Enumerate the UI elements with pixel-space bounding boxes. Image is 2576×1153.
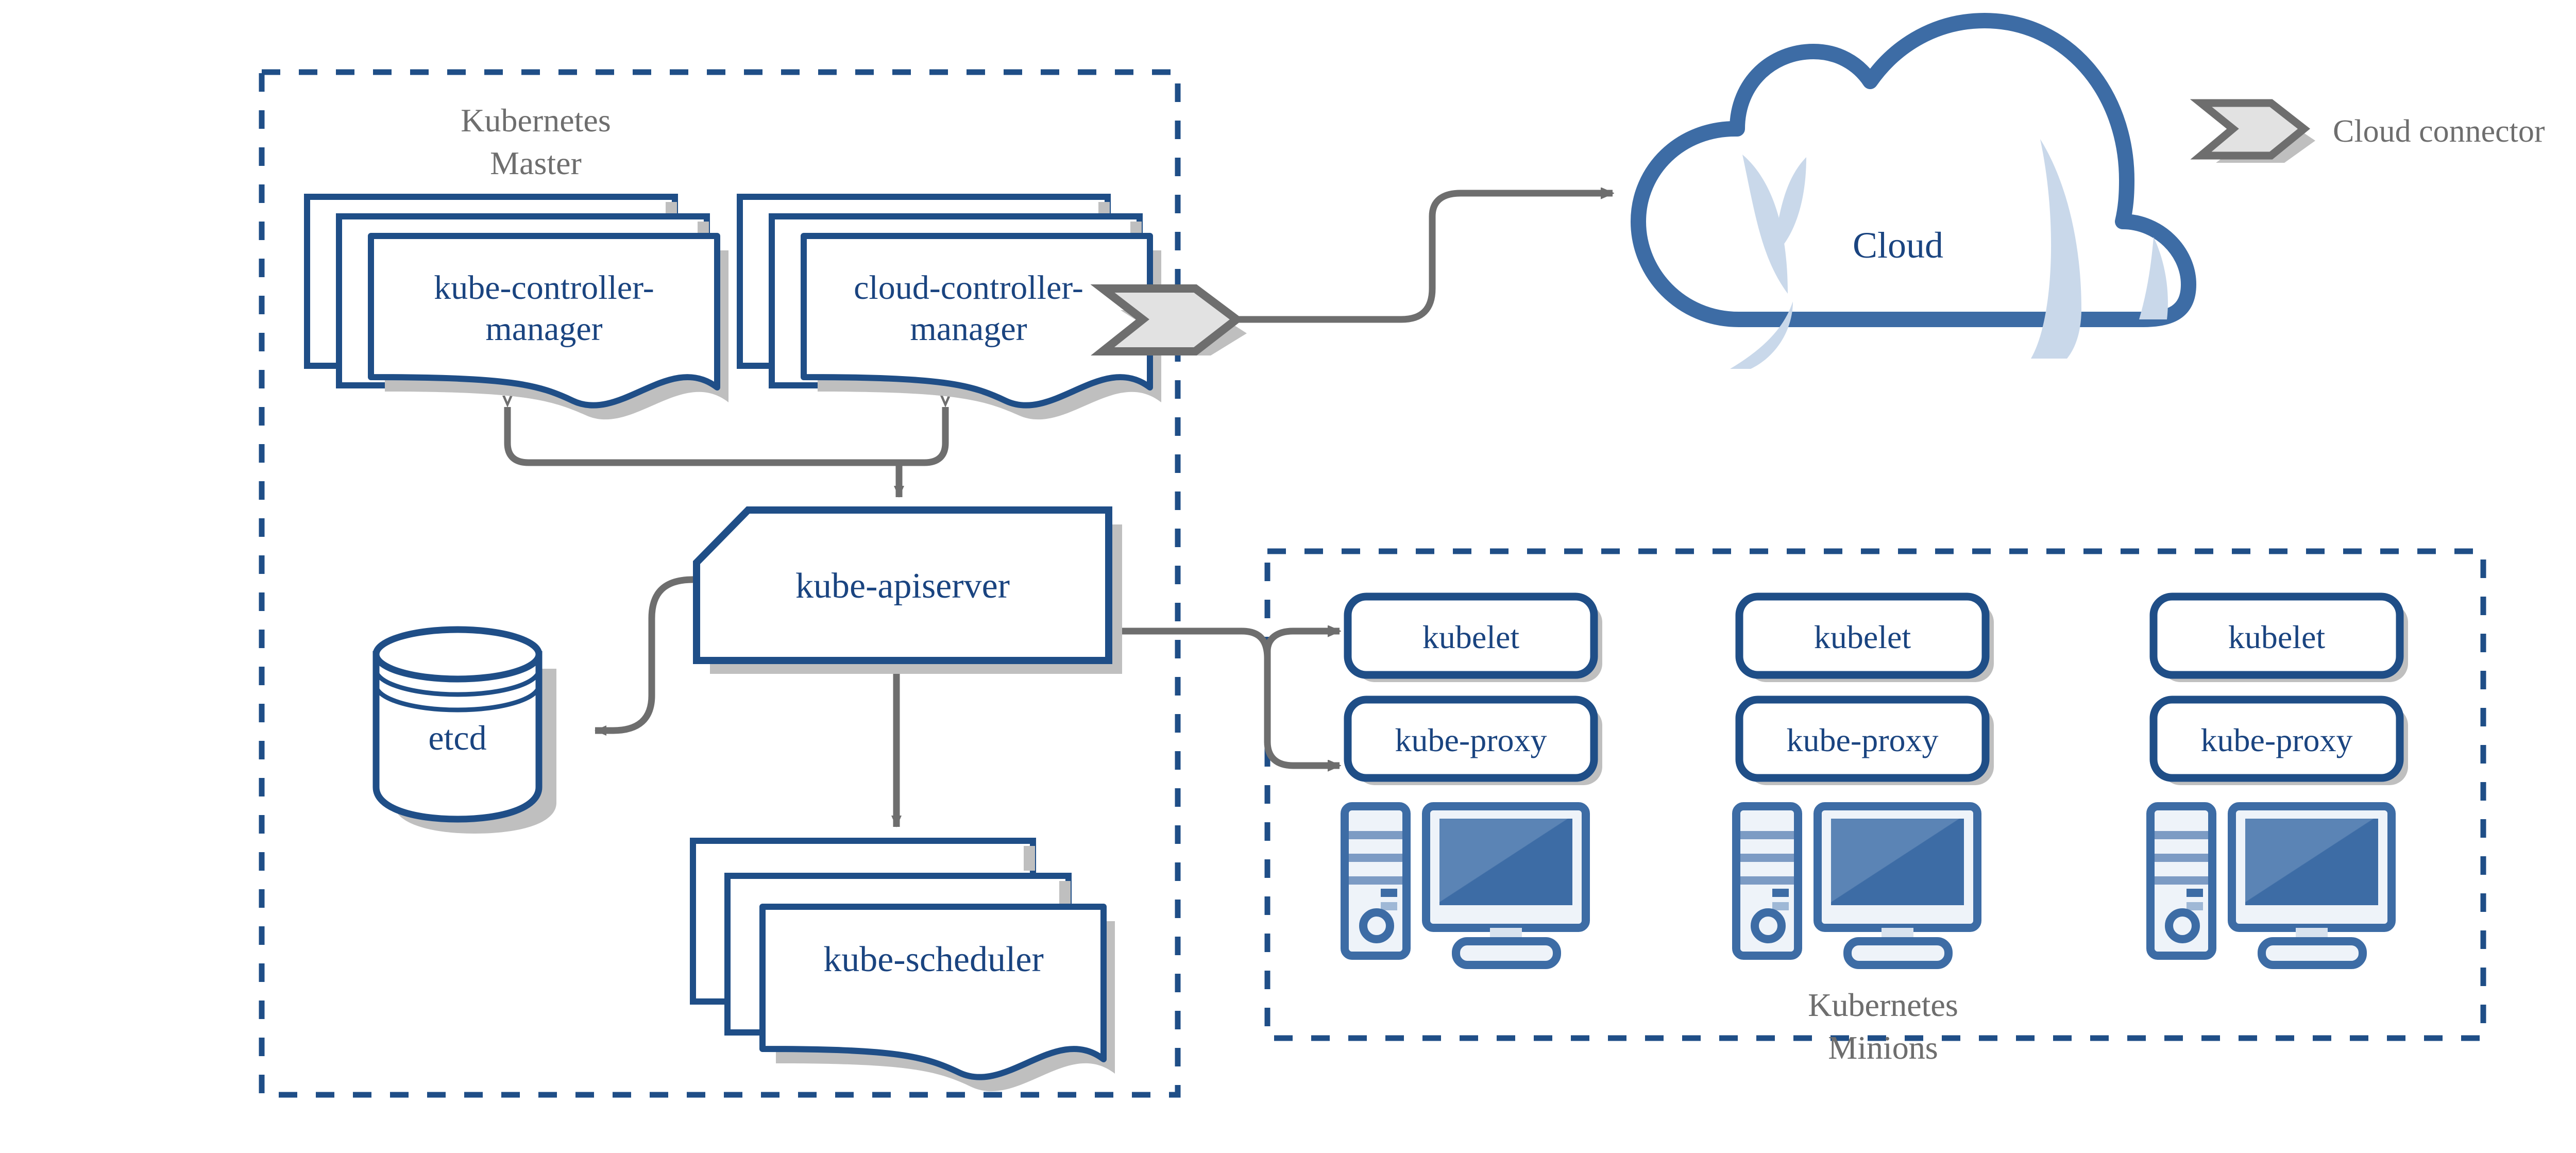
node-cloud-controller-manager[interactable]: cloud-controller- manager [737, 194, 1161, 420]
minions-group-label-line1-overlay: Kubernetes [1808, 987, 1958, 1023]
monitor [2228, 802, 2396, 969]
etcd-body [372, 651, 543, 823]
tower-vent-3 [1740, 876, 1794, 885]
master-group-label-line2: Master [490, 145, 582, 181]
connector-apiserver-to-kcm [502, 396, 899, 466]
tower-led-2 [1381, 902, 1397, 910]
tower-vent-1 [1740, 831, 1794, 839]
tower-power-button [2165, 908, 2200, 943]
tower-led-2 [2187, 902, 2203, 910]
kube-apiserver-label: kube-apiserver [795, 566, 1010, 606]
connector-layer [502, 193, 1613, 827]
monitor-base [2258, 937, 2367, 969]
node-cloud[interactable]: Cloud [1631, 13, 2196, 369]
kube-proxy-label: kube-proxy [1395, 722, 1547, 758]
tower-vent-1 [1349, 831, 1402, 839]
kube-scheduler-label: kube-scheduler [823, 940, 1044, 979]
kubelet-label: kubelet [1814, 619, 1911, 655]
kubelet-box[interactable] [1344, 592, 1598, 679]
monitor-base [1452, 937, 1561, 969]
computer-icon [2146, 802, 2396, 969]
minion-node-2[interactable]: kubelet kube-proxy [1732, 592, 1994, 969]
connector-fork-to-kubelet [1264, 631, 1340, 658]
monitor [1814, 802, 1981, 969]
tower-led-2 [1772, 902, 1789, 910]
node-etcd[interactable]: etcd [372, 626, 556, 834]
monitor-screen [1831, 819, 1964, 905]
group-kubernetes-minions: Kubernetes Minions [1264, 548, 2486, 1066]
minions-label-overlay: Kubernetes Minions [1808, 987, 1958, 1066]
kube-proxy-box[interactable] [2149, 696, 2404, 782]
tower-led-1 [1381, 889, 1397, 897]
master-group-label-line1: Kubernetes [461, 102, 611, 139]
cloud-controller-manager-label-line1: cloud-controller- [854, 269, 1083, 307]
minion-node-3[interactable]: kubelet kube-proxy [2146, 592, 2408, 969]
node-kube-scheduler[interactable]: kube-scheduler [690, 838, 1115, 1092]
computer-icon [1732, 802, 1981, 969]
tower-led-1 [2187, 889, 2203, 897]
node-kube-controller-manager[interactable]: kube-controller- manager [304, 194, 728, 420]
apiserver-box [693, 506, 1112, 664]
tower-power-button [1359, 908, 1394, 943]
cloud-highlight-2 [1742, 155, 1788, 294]
kubelet-box[interactable] [2149, 592, 2404, 679]
cloud-highlight-3 [1730, 301, 1793, 369]
kube-proxy-box[interactable] [1344, 696, 1598, 782]
monitor-screen [1439, 819, 1572, 905]
minion-node-1[interactable]: kubelet kube-proxy [1341, 592, 1602, 969]
tower-power-button [1751, 908, 1786, 943]
connector-ccm-to-cloud [1164, 193, 1613, 323]
kube-proxy-box[interactable] [1735, 696, 1990, 782]
kube-proxy-label: kube-proxy [1786, 722, 1938, 758]
connector-apiserver-to-etcd [595, 574, 705, 736]
cloud-label: Cloud [1853, 225, 1943, 266]
cloud-connector-chevron [1090, 284, 1244, 355]
minions-group-label-line2: Minions [1828, 1029, 1938, 1066]
doc-shadow-tab-1 [1024, 846, 1035, 871]
etcd-label: etcd [428, 718, 486, 757]
monitor [1422, 802, 1590, 969]
cloud-connector-icon [1090, 284, 1247, 355]
cloud-controller-manager-label-line2: manager [910, 310, 1027, 348]
doc-front-sheet [759, 904, 1107, 1080]
minions-dashed-border [1264, 548, 2486, 1041]
minions-group-label-line1: Kubernetes [1808, 987, 1958, 1023]
master-dashed-border [259, 69, 1181, 1098]
etcd-ring-2 [374, 685, 541, 713]
doc-front-sheet [368, 233, 720, 409]
tower-vent-3 [2155, 876, 2208, 885]
connector-apiserver-to-kubeproxy [1121, 631, 1340, 766]
legend-label: Cloud connector [2333, 114, 2545, 149]
group-kubernetes-master: Kubernetes Master [259, 69, 1181, 1098]
kube-proxy-label: kube-proxy [2200, 722, 2352, 758]
tower-vent-2 [1349, 854, 1402, 862]
cloud-highlight-4 [2031, 139, 2081, 359]
doc-front-sheet [801, 233, 1153, 409]
cloud-highlight-5 [2139, 237, 2168, 319]
tower-vent-2 [1740, 854, 1794, 862]
legend: Cloud connector [2190, 99, 2545, 163]
monitor-base [1843, 937, 1953, 969]
kube-controller-manager-label-line1: kube-controller- [434, 269, 654, 307]
kubelet-label: kubelet [1422, 619, 1520, 655]
cloud-outline [1631, 13, 2196, 327]
doc-shadow-tab-2 [1059, 881, 1071, 906]
kube-controller-manager-label-line2: manager [485, 310, 602, 348]
node-kube-apiserver[interactable]: kube-apiserver [693, 506, 1122, 674]
tower-led-1 [1772, 889, 1789, 897]
kubelet-box[interactable] [1735, 592, 1990, 679]
computer-icon [1341, 802, 1590, 969]
kubelet-label: kubelet [2228, 619, 2326, 655]
tower-vent-3 [1349, 876, 1402, 885]
tower-vent-2 [2155, 854, 2208, 862]
etcd-ring-1 [374, 669, 541, 697]
etcd-top-disc [372, 626, 543, 683]
monitor-screen [2245, 819, 2378, 905]
tower-vent-1 [2155, 831, 2208, 839]
legend-cloud-connector-icon [2190, 99, 2311, 160]
minions-group-label-line2-overlay: Minions [1828, 1029, 1938, 1066]
connector-apiserver-to-ccm [899, 396, 951, 466]
